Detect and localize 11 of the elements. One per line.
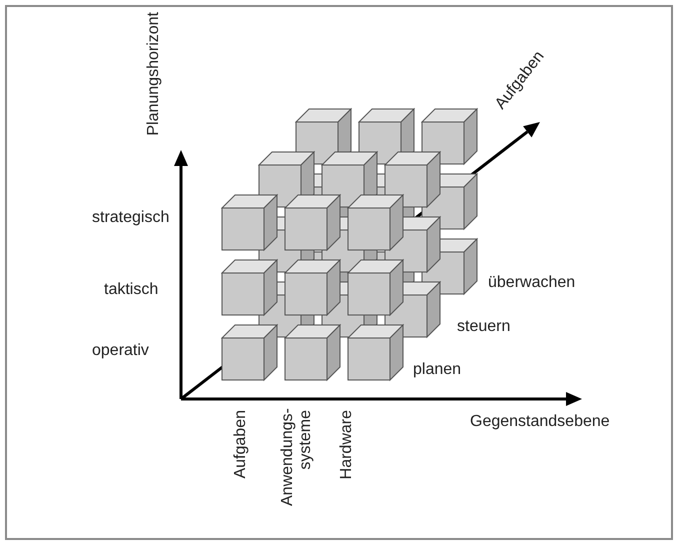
- axis-label: Aufgaben: [232, 410, 250, 481]
- axis-label: Hardware: [338, 410, 356, 480]
- axis-label: strategisch: [92, 209, 170, 227]
- axis-label: Planungshorizont: [145, 12, 163, 138]
- axis-label: planen: [413, 361, 462, 379]
- axis-label: operativ: [92, 342, 149, 360]
- axis-label: Gegenstandsebene: [470, 413, 610, 431]
- axis-label: Anwendungs- systeme: [279, 410, 315, 506]
- axis-label: taktisch: [104, 281, 158, 299]
- axis-label: überwachen: [488, 274, 576, 292]
- axis-label: steuern: [457, 318, 510, 336]
